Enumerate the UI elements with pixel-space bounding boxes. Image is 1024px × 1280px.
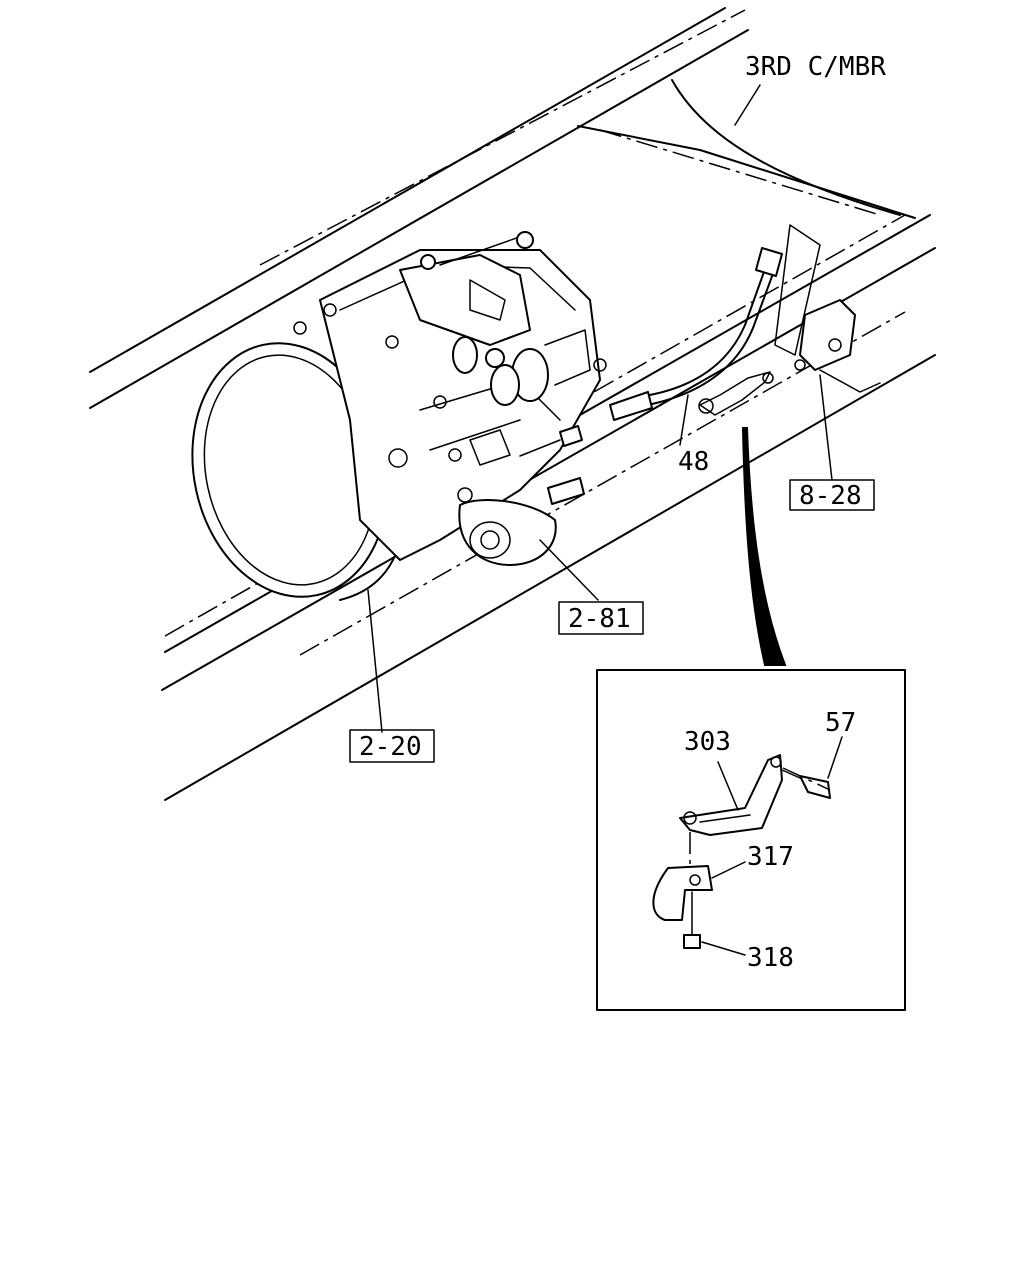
reference-2-81: 2-81 bbox=[558, 601, 644, 635]
reference-2-81-text: 2-81 bbox=[568, 604, 631, 634]
labels: 3RD C/MBR 48 303 57 317 318 8-28 2-81 2-… bbox=[349, 52, 886, 973]
transmission-assembly bbox=[191, 231, 607, 601]
callout-303: 303 bbox=[684, 727, 731, 757]
reference-2-20-text: 2-20 bbox=[359, 732, 422, 762]
callout-48: 48 bbox=[678, 447, 709, 477]
detail-pointer bbox=[741, 427, 787, 666]
reference-8-28: 8-28 bbox=[789, 479, 875, 511]
callout-57: 57 bbox=[825, 708, 856, 738]
third-crossmember bbox=[577, 79, 916, 219]
rail-bracket bbox=[698, 371, 774, 416]
reference-8-28-text: 8-28 bbox=[799, 481, 862, 511]
leader-lines bbox=[367, 374, 833, 733]
hose-assembly bbox=[519, 247, 783, 457]
valve-bracket-area bbox=[774, 224, 881, 393]
reference-2-20: 2-20 bbox=[349, 729, 435, 763]
callout-318: 318 bbox=[747, 943, 794, 973]
frame-label: 3RD C/MBR bbox=[745, 52, 886, 82]
callout-317: 317 bbox=[747, 842, 794, 872]
detail-inset bbox=[596, 669, 906, 1011]
